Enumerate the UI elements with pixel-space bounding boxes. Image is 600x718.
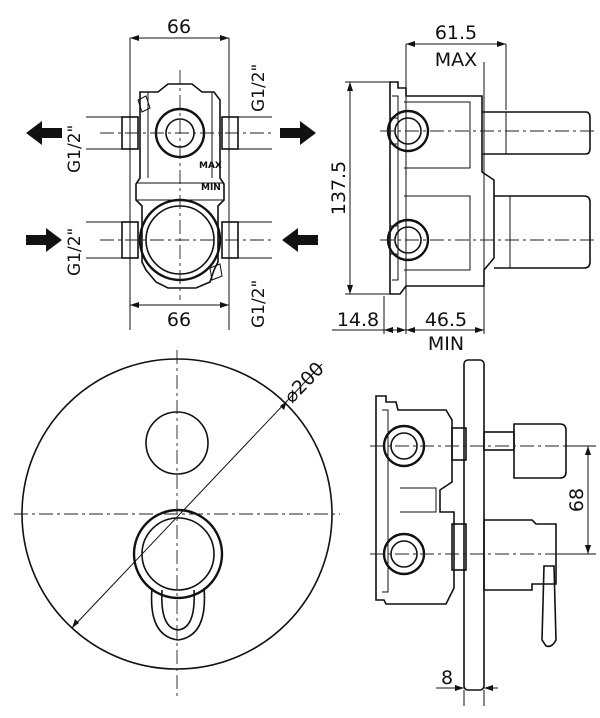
height-dimension: 137.5 bbox=[328, 82, 353, 294]
depth-min-label: 46.5 bbox=[425, 309, 467, 331]
lever-height-label: 68 bbox=[566, 488, 588, 512]
depth-max-dimension: 61.5 MAX bbox=[406, 22, 507, 110]
lever-height-dimension: 68 bbox=[558, 445, 596, 555]
thread-inlet-right: G1/2" bbox=[249, 280, 269, 328]
plate-thickness-dimension: 8 bbox=[436, 667, 498, 706]
offset-dimension: 14.8 46.5 MIN bbox=[332, 309, 484, 355]
lever-hub-outer bbox=[132, 508, 224, 600]
bottom-width-dimension: 66 bbox=[130, 302, 229, 331]
plate-side bbox=[463, 359, 485, 691]
top-width-dimension: 66 bbox=[130, 16, 229, 41]
body-side-view: 61.5 MAX 137.5 14.8 46.5 bbox=[328, 22, 596, 355]
max-label: MAX bbox=[435, 49, 477, 71]
thread-outlet-right: G1/2" bbox=[249, 64, 269, 112]
lever-hub-inner bbox=[141, 517, 215, 591]
thread-outlet-left: G1/2" bbox=[65, 125, 85, 173]
bottom-width-label: 66 bbox=[167, 309, 191, 331]
diameter-dimension: ⌀200 bbox=[71, 358, 329, 629]
thread-inlet-left: G1/2" bbox=[65, 228, 85, 276]
assembly-side-view: 68 8 bbox=[370, 359, 596, 706]
arrow-left-icon bbox=[26, 121, 62, 145]
height-label: 137.5 bbox=[328, 161, 350, 215]
plate-front-view: ⌀200 bbox=[14, 350, 340, 700]
arrow-left-icon bbox=[282, 228, 318, 252]
body-front-view: 66 66 MAX MIN bbox=[26, 16, 318, 331]
min-marking: MIN bbox=[201, 183, 221, 193]
offset-label: 14.8 bbox=[337, 309, 379, 331]
plate-thickness-label: 8 bbox=[441, 667, 453, 689]
arrow-right-icon bbox=[26, 228, 62, 252]
max-marking: MAX bbox=[199, 161, 222, 171]
depth-max-label: 61.5 bbox=[435, 22, 477, 44]
top-width-label: 66 bbox=[167, 16, 191, 38]
lever-handle bbox=[150, 587, 206, 641]
min-label: MIN bbox=[428, 333, 464, 355]
arrow-right-icon bbox=[280, 121, 316, 145]
